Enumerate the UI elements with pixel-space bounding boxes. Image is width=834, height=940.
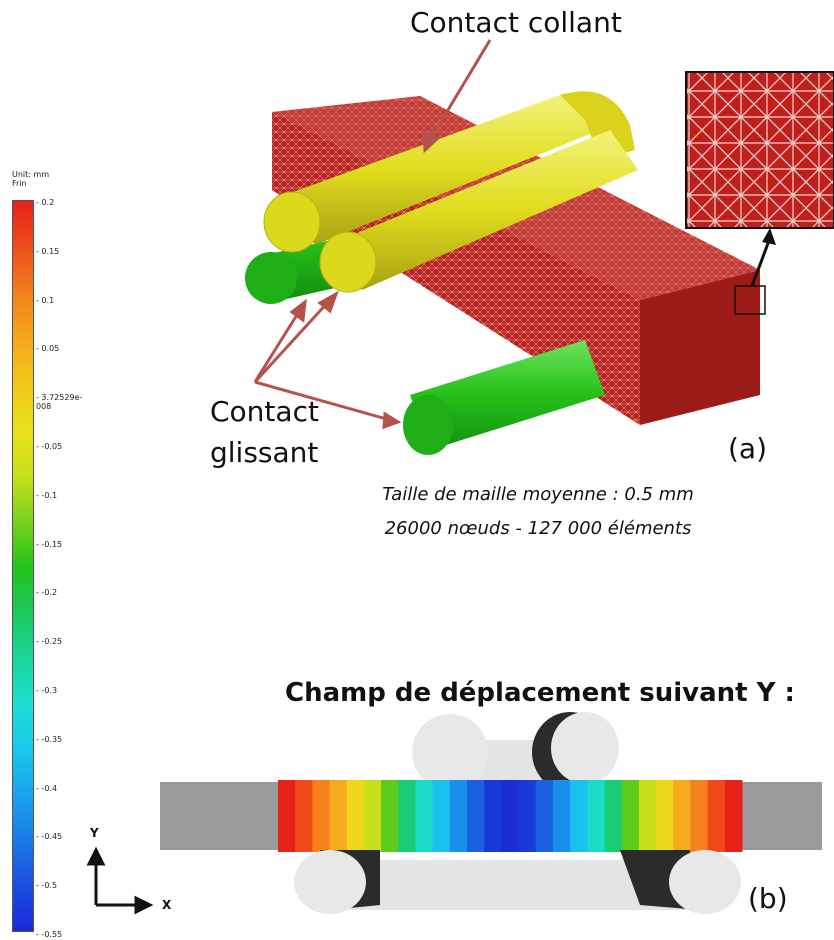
panel-b-letter: (b) xyxy=(748,882,788,915)
top-cylinders xyxy=(412,712,619,792)
mesh-size-caption: Taille de maille moyenne : 0.5 mm xyxy=(382,484,694,505)
displacement-band xyxy=(312,780,331,852)
displacement-band xyxy=(381,780,399,852)
displacement-band xyxy=(656,780,674,852)
axis-y-label: Y xyxy=(90,826,99,840)
displacement-band xyxy=(587,780,606,852)
displacement-band xyxy=(363,780,382,852)
mesh-count-caption: 26000 nœuds - 127 000 éléments xyxy=(384,518,692,539)
label-contact-glissant-2: glissant xyxy=(210,436,319,469)
axis-x-label: X xyxy=(162,898,172,912)
colorbar-tick-label: - 0.05 xyxy=(36,344,60,354)
colorbar-tick-label: - -0.15 xyxy=(36,539,63,549)
displacement-band xyxy=(329,780,348,852)
colorbar-tick-label: - -0.35 xyxy=(36,734,63,744)
displacement-band xyxy=(673,780,692,852)
displacement-band xyxy=(707,780,726,852)
colorbar-tick-label: - 0.1 xyxy=(36,295,55,305)
mesh-zoom-inset xyxy=(685,71,834,315)
displacement-band xyxy=(295,780,313,852)
displacement-band xyxy=(724,780,743,852)
yellow-u-cylinder xyxy=(263,91,638,293)
displacement-band xyxy=(346,780,365,852)
colorbar-quantity-line: Frin xyxy=(12,179,27,188)
displacement-band xyxy=(501,780,520,852)
displacement-band xyxy=(535,780,554,852)
colorbar-ticks: - 0.2 - 0.15 - 0.1 - 0.05 - 3.72529e-008 - -0… xyxy=(34,0,94,940)
label-contact-glissant-1: Contact xyxy=(210,395,319,428)
displacement-band xyxy=(570,780,588,852)
displacement-title: Champ de déplacement suivant Y : xyxy=(285,678,795,708)
colorbar-tick-label: - 0.15 xyxy=(36,246,60,256)
displacement-band xyxy=(638,780,657,852)
displacement-band xyxy=(467,780,485,852)
label-contact-collant: Contact collant xyxy=(410,6,622,39)
colorbar-unit: Unit: mm Frin xyxy=(12,170,49,188)
colorbar-tick-label: - -0.2 xyxy=(36,588,58,598)
displacement-band xyxy=(552,780,571,852)
panel-a-letter: (a) xyxy=(728,432,768,465)
colorbar-tick-label: - 3.72529e-008 xyxy=(36,393,83,412)
displacement-band xyxy=(604,780,623,852)
displacement-band xyxy=(278,780,296,852)
colorbar-tick-label: - -0.3 xyxy=(36,686,58,695)
displacement-band xyxy=(690,780,709,852)
displacement-band xyxy=(415,780,434,852)
colorbar-tick-label: - -0.55 xyxy=(36,930,63,939)
colorbar-tick-label: - -0.4 xyxy=(36,783,58,793)
colorbar xyxy=(12,200,34,932)
colorbar-tick-label: - 0.2 xyxy=(36,198,55,207)
colorbar-tick-label: - -0.1 xyxy=(36,490,58,500)
bottom-cylinders xyxy=(294,850,741,914)
green-cylinder-front xyxy=(403,340,605,455)
displacement-band xyxy=(518,780,537,852)
displacement-band xyxy=(432,780,451,852)
colorbar-tick-label: - -0.05 xyxy=(36,442,63,451)
displacement-bands xyxy=(278,780,743,852)
xy-axes xyxy=(86,846,154,915)
colorbar-unit-line: Unit: mm xyxy=(12,170,50,179)
colorbar-tick-label: - -0.25 xyxy=(36,637,63,647)
colorbar-tick-label: - -0.5 xyxy=(36,881,58,891)
colorbar-tick-label: - -0.45 xyxy=(36,832,63,842)
displacement-band xyxy=(484,780,503,852)
displacement-band xyxy=(449,780,468,852)
displacement-band xyxy=(621,780,640,852)
annotation-arrows xyxy=(253,39,492,430)
displacement-band xyxy=(398,780,417,852)
